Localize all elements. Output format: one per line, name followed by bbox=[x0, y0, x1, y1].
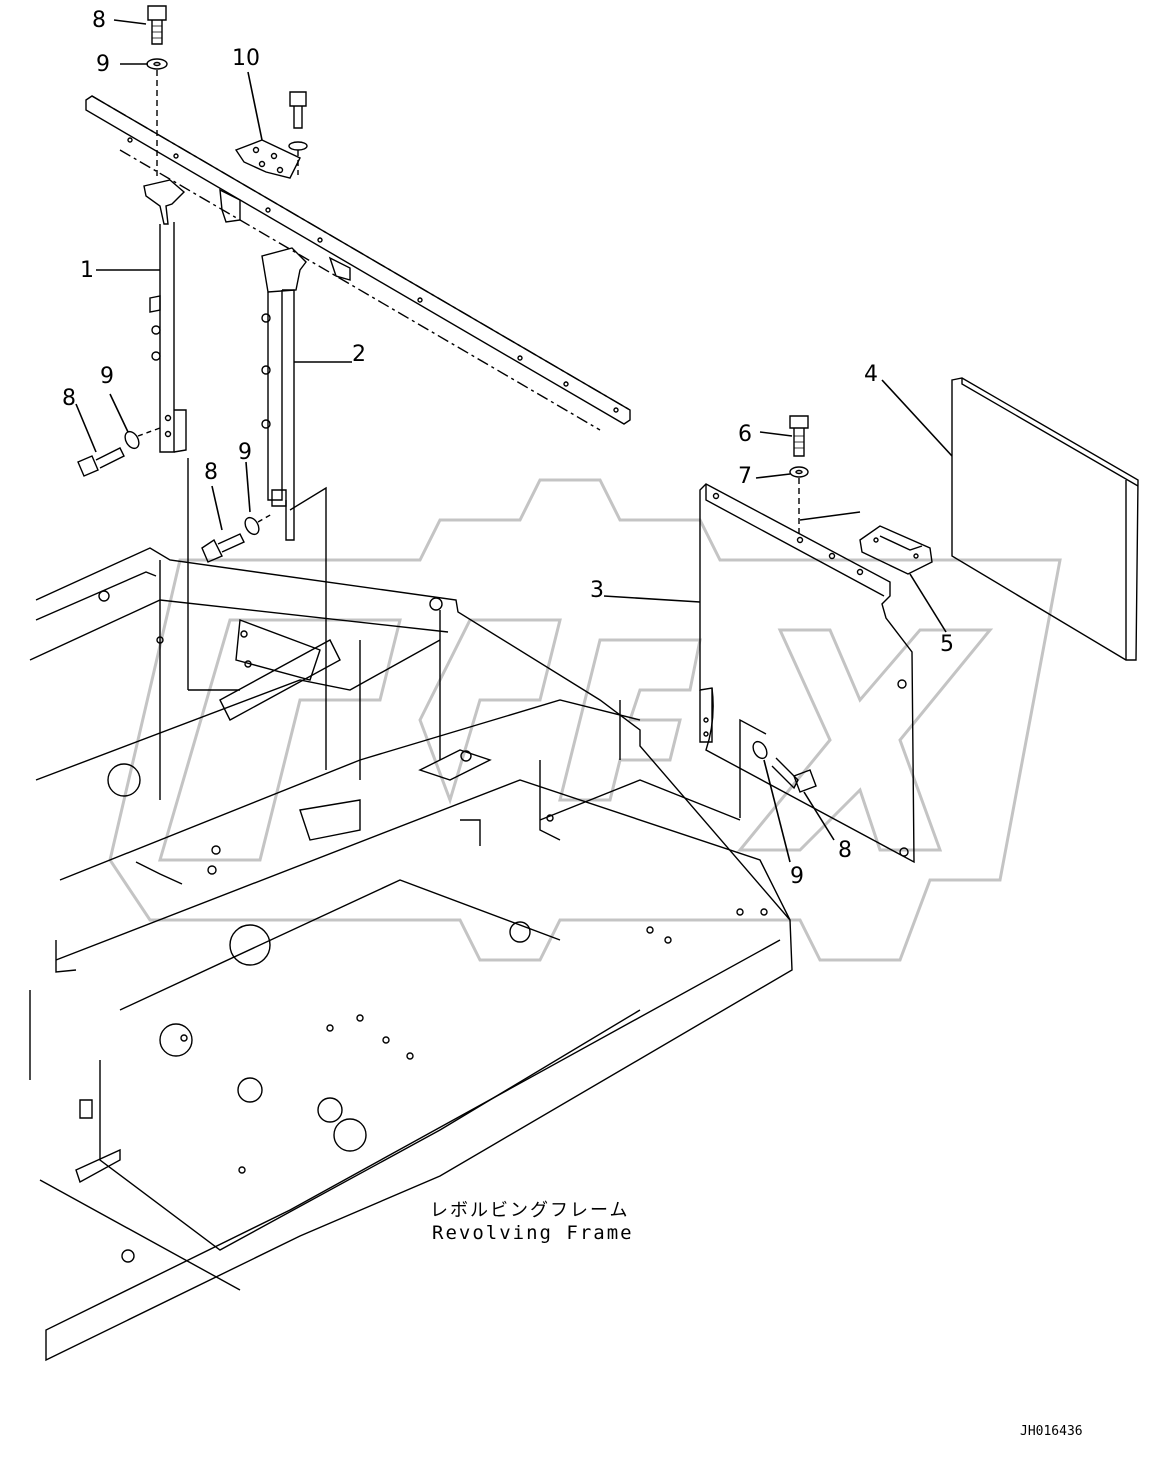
bolt-right-8 bbox=[771, 757, 817, 793]
callout-1: 1 bbox=[80, 258, 94, 283]
washer-part-7 bbox=[789, 466, 809, 478]
post-part-1 bbox=[143, 179, 187, 453]
washer-top-9 bbox=[146, 58, 168, 70]
callout-3: 3 bbox=[590, 578, 604, 603]
callout-9-right: 9 bbox=[790, 864, 804, 889]
callout-2: 2 bbox=[352, 342, 366, 367]
post-part-2 bbox=[261, 247, 307, 541]
bolt-part-6 bbox=[789, 415, 809, 457]
callout-4: 4 bbox=[864, 362, 878, 387]
callout-7: 7 bbox=[738, 464, 752, 489]
leader-lines bbox=[75, 19, 953, 863]
washer-mid-9 bbox=[244, 516, 260, 536]
callout-8-left: 8 bbox=[62, 386, 76, 411]
washer-right-9 bbox=[752, 740, 768, 760]
frame-label-japanese: レボルビングフレーム bbox=[430, 1200, 630, 1221]
callout-8-top: 8 bbox=[92, 8, 106, 33]
opex-watermark-logo bbox=[108, 478, 1062, 962]
plate-part-3 bbox=[699, 483, 915, 864]
revolving-frame bbox=[29, 547, 793, 1362]
callout-8-right: 8 bbox=[838, 838, 852, 863]
pad-part-4 bbox=[951, 377, 1139, 661]
callout-6: 6 bbox=[738, 422, 752, 447]
drawing-number: JH016436 bbox=[1020, 1424, 1083, 1439]
callout-9-mid: 9 bbox=[238, 440, 252, 465]
assembly-line bbox=[739, 718, 767, 818]
washer-left-9 bbox=[124, 430, 140, 450]
callout-10: 10 bbox=[232, 46, 260, 71]
frame-label-english: Revolving Frame bbox=[432, 1222, 634, 1244]
bracket-part-5 bbox=[859, 525, 933, 575]
callout-5: 5 bbox=[940, 632, 954, 657]
callout-9-left: 9 bbox=[100, 364, 114, 389]
assembly-line bbox=[539, 779, 741, 821]
bolt-left-8 bbox=[77, 447, 125, 477]
bracket-part-10 bbox=[234, 91, 308, 179]
bolt-mid-8 bbox=[201, 533, 245, 563]
frame-rail bbox=[85, 95, 631, 431]
callout-9-top: 9 bbox=[96, 52, 110, 77]
bolt-top-8 bbox=[147, 5, 167, 45]
assembly-line bbox=[799, 511, 861, 521]
assembly-line bbox=[289, 486, 327, 770]
callout-8-mid: 8 bbox=[204, 460, 218, 485]
